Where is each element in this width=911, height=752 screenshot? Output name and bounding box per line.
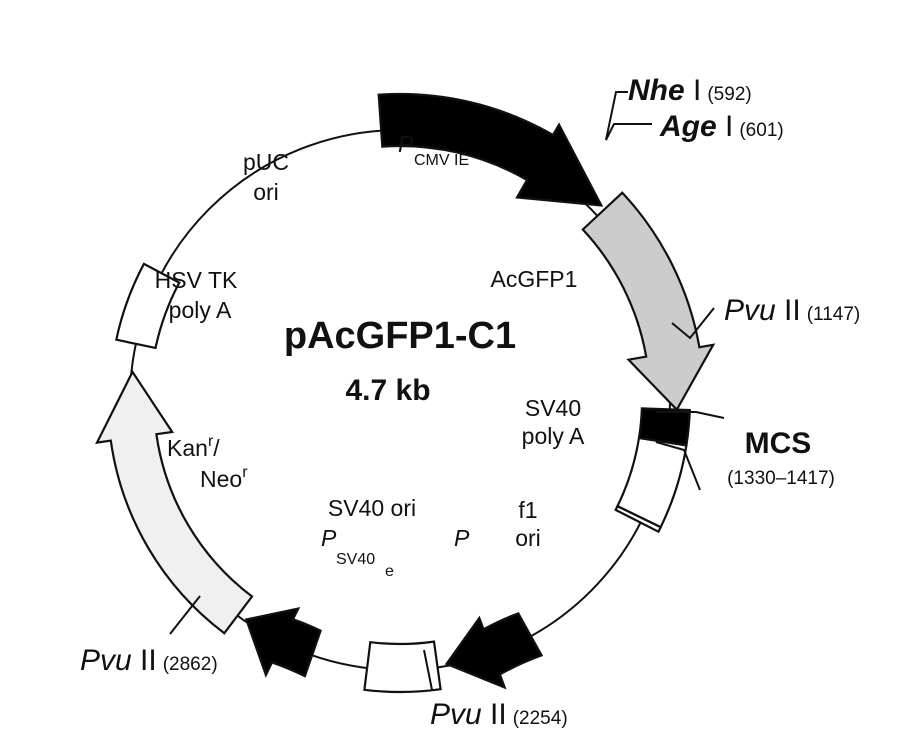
hsv-tk-polya-box bbox=[114, 262, 181, 350]
pvu1-roman: II bbox=[776, 294, 801, 327]
p-promoter-label: P bbox=[454, 525, 470, 551]
puc-ori-label-1: pUC bbox=[243, 149, 289, 175]
pvu1-leader bbox=[671, 307, 715, 340]
nhe-pos: (592) bbox=[707, 84, 751, 105]
nhe-roman: I bbox=[685, 74, 702, 107]
neo-text: Neo bbox=[200, 466, 242, 492]
f1-ori-label-1: f1 bbox=[518, 497, 537, 523]
plasmid-size: 4.7 kb bbox=[345, 374, 430, 407]
mcs-leader-top bbox=[656, 411, 725, 419]
age-site-label: Age I(601) bbox=[659, 110, 784, 143]
sv40-ori-box bbox=[363, 640, 442, 694]
pvu2-name: Pvu bbox=[430, 698, 482, 731]
kan-sup: r bbox=[208, 433, 214, 450]
psv40e-p-label: P bbox=[321, 525, 337, 551]
neo-sup: r bbox=[242, 464, 248, 481]
psv40e-sub-label: SV40 bbox=[336, 551, 375, 568]
pvu1-site-label: Pvu II (1147) bbox=[724, 294, 860, 327]
pcmv-p-label: P bbox=[398, 131, 414, 157]
pvu3-leader bbox=[169, 595, 201, 635]
age-roman: I bbox=[717, 110, 734, 143]
hsv-tk-label-1: HSV TK bbox=[155, 267, 238, 293]
pcmv-sub-label: CMV IE bbox=[414, 152, 469, 169]
mcs-box bbox=[637, 407, 691, 447]
mcs-leader-bottom bbox=[655, 441, 701, 491]
neo-label-line2: Neor bbox=[200, 464, 248, 492]
acgfp1-label: AcGFP1 bbox=[491, 266, 578, 292]
nhe-leader bbox=[605, 91, 628, 141]
nhe-name: Nhe bbox=[628, 74, 685, 107]
age-name: Age bbox=[659, 110, 717, 143]
puc-ori-label-2: ori bbox=[253, 179, 279, 205]
kan-label-line1: Kanr/ bbox=[167, 433, 220, 461]
pvu3-site-label: Pvu II (2862) bbox=[80, 644, 218, 677]
pcmv-arrow bbox=[377, 92, 604, 207]
kan-neo-arrow bbox=[95, 369, 254, 635]
pvu1-name: Pvu bbox=[724, 294, 776, 327]
age-pos: (601) bbox=[739, 120, 783, 141]
age-leader bbox=[605, 123, 652, 141]
pvu3-name: Pvu bbox=[80, 644, 132, 677]
kan-slash: / bbox=[213, 435, 220, 461]
mcs-range: (1330–1417) bbox=[727, 468, 835, 489]
pvu3-roman: II bbox=[132, 644, 157, 677]
sv40-polya-box bbox=[616, 436, 688, 529]
plasmid-name: pAcGFP1-C1 bbox=[284, 315, 516, 357]
pvu1-pos: (1147) bbox=[807, 304, 861, 325]
pvu3-pos: (2862) bbox=[163, 654, 218, 675]
acgfp1-arrow bbox=[581, 191, 716, 412]
psv40e-subsub-label: e bbox=[385, 563, 394, 580]
sv40-polya-label-1: SV40 bbox=[525, 395, 581, 421]
pvu2-leader bbox=[423, 649, 433, 691]
pvu2-roman: II bbox=[482, 698, 507, 731]
f1-ori-label-2: ori bbox=[515, 525, 541, 551]
p-promoter-arrow bbox=[444, 612, 544, 690]
pvu2-site-label: Pvu II (2254) bbox=[430, 698, 568, 731]
hsv-tk-label-2: poly A bbox=[169, 297, 232, 323]
psv40e-arrow bbox=[244, 606, 322, 678]
sv40-ori-label: SV40 ori bbox=[328, 495, 416, 521]
sv40-polya-label-2: poly A bbox=[522, 423, 585, 449]
kan-text: Kan bbox=[167, 435, 208, 461]
mcs-label: MCS bbox=[745, 427, 812, 460]
pvu2-pos: (2254) bbox=[513, 708, 568, 729]
nhe-site-label: Nhe I(592) bbox=[628, 74, 752, 107]
